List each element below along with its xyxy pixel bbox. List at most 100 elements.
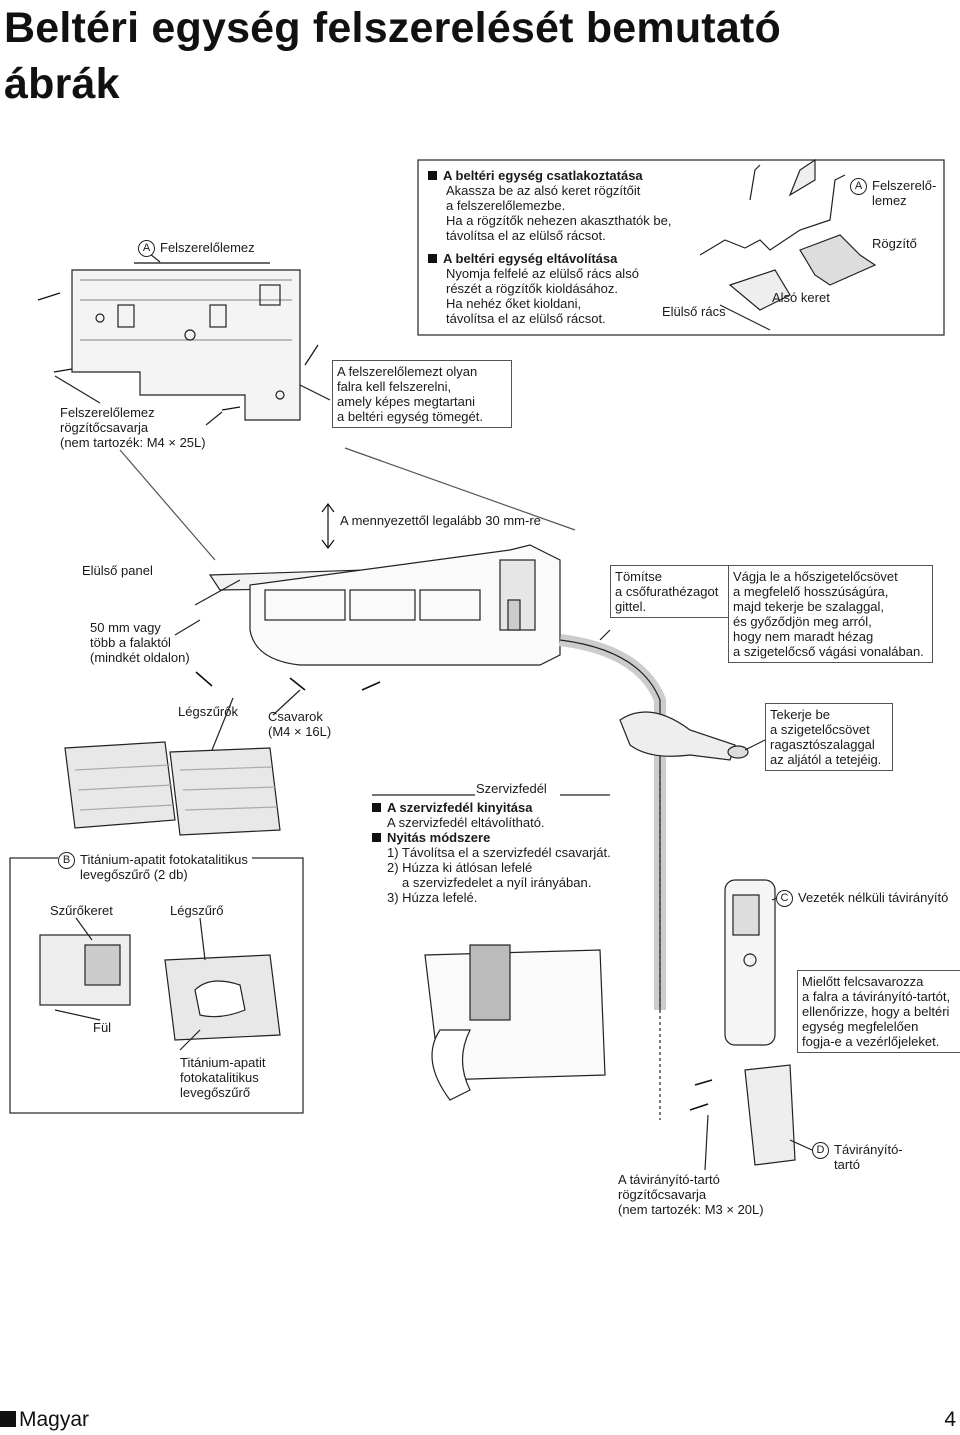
attach-box-frame	[417, 159, 945, 336]
plate-screw-caption-line: (nem tartozék: M4 × 25L)	[60, 435, 206, 450]
seal-note-line: gittel.	[615, 599, 647, 614]
remote-note-line: egység megfelelően	[802, 1019, 919, 1034]
titanium-bottom-line: levegőszűrő	[180, 1085, 251, 1100]
letter-a-badge: A	[138, 240, 155, 258]
screws-label: Csavarok (M4 × 16L)	[268, 709, 331, 739]
tape-note-line: a szigetelőcsövet	[770, 722, 870, 737]
bullet-icon	[372, 833, 381, 842]
tape-note-line: Tekerje be	[770, 707, 830, 722]
remote-name: Vezeték nélküli távirányító	[798, 890, 949, 905]
indoor-unit-drawing	[174, 544, 561, 666]
square-icon	[0, 1411, 16, 1427]
footer-language-text: Magyar	[19, 1408, 90, 1431]
lower-frame-label: Alsó keret	[772, 290, 830, 305]
page-title: Beltéri egység felszerelését bemutató áb…	[4, 0, 781, 112]
service-open-heading: A szervizfedél kinyitása	[372, 800, 622, 815]
holder-line: tartó	[834, 1157, 861, 1172]
detail-plate-line: lemez	[872, 193, 907, 208]
hook-label: Rögzítő	[872, 236, 917, 251]
filter-frame-drawing	[39, 917, 281, 1051]
hook-detail-drawing	[699, 158, 877, 331]
remove-line: Nyomja felfelé az elülső rács alsó	[446, 266, 639, 281]
insulation-line: hogy nem maradt hézag	[733, 629, 874, 644]
titanium-bottom-line: fotokatalitikus	[180, 1070, 259, 1085]
side-gap-line: (mindkét oldalon)	[90, 650, 190, 665]
tape-note-line: az aljától a tetejéig.	[770, 752, 882, 767]
front-grille-label: Elülső rács	[662, 304, 726, 319]
letter-c-badge: C	[776, 890, 793, 908]
insulation-line: a szigetelőcső vágási vonalában.	[733, 644, 924, 659]
titanium-bottom-label: Titánium-apatit fotokatalitikus levegősz…	[180, 1055, 266, 1100]
pipe-drawing	[559, 629, 766, 1120]
seal-note: Tömítse a csőfurathézagot gittel.	[610, 565, 730, 618]
side-gap-note: 50 mm vagy több a falaktól (mindkét olda…	[90, 620, 190, 665]
letter-d-badge: D	[812, 1142, 829, 1159]
remote-note-line: a falra a távirányító-tartót,	[802, 989, 951, 1004]
ceiling-arrow	[321, 503, 335, 549]
remove-line: Ha nehéz őket kioldani,	[446, 296, 582, 311]
connect-line: távolítsa el az elülső rácsot.	[446, 228, 606, 243]
wall-note-line: falra kell felszerelni,	[337, 379, 452, 394]
side-gap-line: 50 mm vagy	[90, 620, 161, 635]
remote-drawing	[689, 879, 813, 1171]
holder-screw-caption: A távirányító-tartó rögzítőcsavarja (nem…	[618, 1172, 764, 1217]
insulation-line: a megfelelő hosszúságúra,	[733, 584, 889, 599]
letter-a-badge: A	[850, 178, 867, 195]
air-filter-label: Légszűrő	[170, 903, 224, 918]
service-step: 3) Húzza lefelé.	[387, 890, 478, 905]
insulation-line: Vágja le a hőszigetelőcsövet	[733, 569, 898, 584]
page-number: 4	[944, 1408, 956, 1431]
page-title-line2: ábrák	[4, 60, 120, 108]
wall-note-line: a beltéri egység tömegét.	[337, 409, 483, 424]
mounting-plate-drawing	[71, 249, 301, 421]
seal-note-line: Tömítse	[615, 569, 662, 584]
remote-label: C Vezeték nélküli távirányító	[776, 890, 949, 908]
service-cover-label: Szervizfedél	[476, 781, 547, 796]
detail-plate-line: Felszerelő-	[872, 178, 937, 193]
remote-note-line: Mielőtt felcsavarozza	[802, 974, 924, 989]
screws-line: (M4 × 16L)	[268, 724, 332, 739]
holder-screw-line: A távirányító-tartó	[618, 1172, 720, 1187]
insulation-cut-note: Vágja le a hőszigetelőcsövet a megfelelő…	[728, 565, 933, 663]
titanium-filter-line: levegőszűrő (2 db)	[80, 867, 188, 882]
footer-language: Magyar	[0, 1405, 89, 1435]
remove-line: részét a rögzítők kioldásához.	[446, 281, 618, 296]
air-filters-drawing	[64, 741, 281, 836]
service-step: 2) Húzza ki átlósan lefelé	[387, 860, 533, 875]
plate-screws	[37, 292, 319, 411]
service-step: a szervizfedelet a nyíl irányában.	[402, 875, 592, 890]
mounting-plate-name: Felszerelőlemez	[160, 240, 255, 255]
titanium-bottom-line: Titánium-apatit	[180, 1055, 266, 1070]
connect-line: Ha a rögzítők nehezen akaszthatók be,	[446, 213, 672, 228]
tape-note-line: ragasztószalaggal	[770, 737, 875, 752]
bullet-icon	[372, 803, 381, 812]
titanium-filter-line: Titánium-apatit fotokatalitikus	[80, 852, 248, 867]
seal-note-line: a csőfurathézagot	[615, 584, 719, 599]
tab-label: Fül	[93, 1020, 112, 1035]
remove-line: távolítsa el az elülső rácsot.	[446, 311, 606, 326]
service-step: 1) Távolítsa el a szervizfedél csavarját…	[387, 845, 611, 860]
remote-holder-label: D Távirányító- tartó	[812, 1142, 903, 1172]
remote-note-line: fogja-e a vezérlőjeleket.	[802, 1034, 940, 1049]
screws-line: Csavarok	[268, 709, 323, 724]
bullet-icon	[428, 171, 437, 180]
service-cover-instructions: A szervizfedél kinyitása A szervizfedél …	[372, 800, 622, 905]
mounting-plate-label: A Felszerelőlemez	[138, 240, 255, 258]
holder-screw-line: (nem tartozék: M3 × 20L)	[618, 1202, 764, 1217]
connect-heading: A beltéri egység csatlakoztatása	[428, 168, 690, 183]
plate-screw-caption: Felszerelőlemez rögzítőcsavarja (nem tar…	[60, 405, 206, 450]
titanium-filter-label: B Titánium-apatit fotokatalitikus levegő…	[58, 852, 252, 882]
remote-note-line: ellenőrizze, hogy a beltéri	[802, 1004, 950, 1019]
letter-b-badge: B	[58, 852, 75, 869]
page-title-line1: Beltéri egység felszerelését bemutató	[4, 4, 781, 52]
tape-note: Tekerje be a szigetelőcsövet ragasztósza…	[765, 703, 893, 771]
connect-line: a felszerelőlemezbe.	[446, 198, 566, 213]
wall-note-line: A felszerelőlemezt olyan	[337, 364, 478, 379]
plate-screw-caption-line: Felszerelőlemez	[60, 405, 155, 420]
service-open-line: A szervizfedél eltávolítható.	[387, 815, 545, 830]
wall-note: A felszerelőlemezt olyan falra kell fels…	[332, 360, 512, 428]
remove-heading: A beltéri egység eltávolítása	[428, 251, 690, 266]
holder-screw-line: rögzítőcsavarja	[618, 1187, 707, 1202]
air-filters-label: Légszűrők	[178, 704, 238, 719]
